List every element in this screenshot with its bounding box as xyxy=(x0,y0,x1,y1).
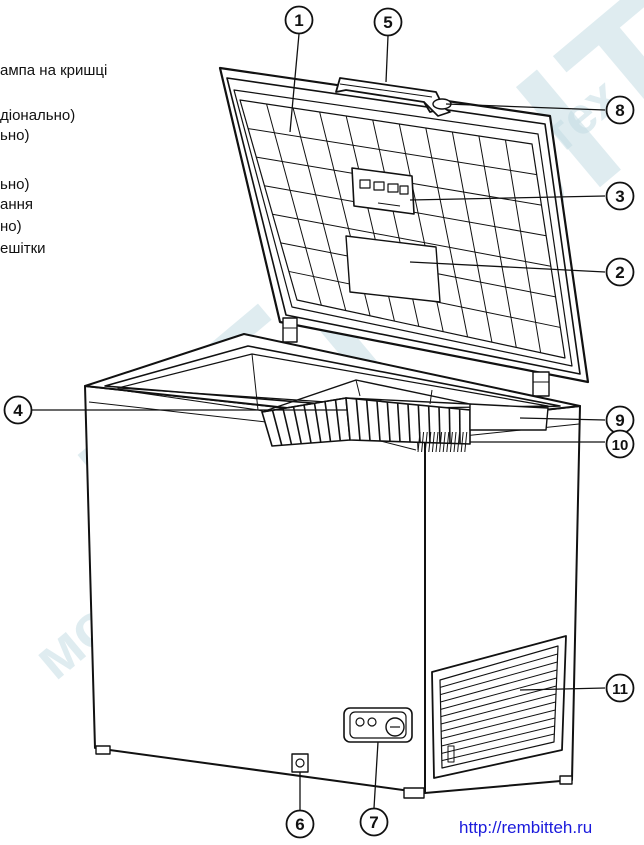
legend-line-4: ьно) xyxy=(0,176,30,193)
lid-label-plate xyxy=(345,235,441,303)
hinge-left xyxy=(282,317,298,343)
callout-3: 3 xyxy=(605,181,635,211)
callout-11: 11 xyxy=(605,673,635,703)
svg-text:11: 11 xyxy=(612,681,628,698)
legend-line-6: но) xyxy=(0,218,22,235)
legend-line-7: ешітки xyxy=(0,240,46,257)
control-display-panel xyxy=(351,167,415,215)
svg-text:9: 9 xyxy=(615,411,624,430)
source-url-link[interactable]: http://rembitteh.ru xyxy=(459,818,593,837)
callout-4: 4 xyxy=(3,395,33,425)
svg-text:6: 6 xyxy=(295,815,304,834)
svg-text:4: 4 xyxy=(13,401,23,420)
ventilation-grille xyxy=(431,635,567,779)
svg-text:3: 3 xyxy=(615,187,624,206)
svg-text:5: 5 xyxy=(383,13,392,32)
callout-1: 1 xyxy=(284,5,314,35)
drain-plug xyxy=(291,753,309,773)
legend-line-3: ьно) xyxy=(0,127,30,144)
callout-6: 6 xyxy=(285,809,315,839)
lid xyxy=(218,66,590,384)
svg-text:1: 1 xyxy=(294,11,303,30)
lid-handle xyxy=(335,77,451,117)
callout-5: 5 xyxy=(373,7,403,37)
legend-line-1: ампа на кришці xyxy=(0,62,108,79)
callout-9: 9 xyxy=(605,405,635,435)
svg-text:10: 10 xyxy=(612,437,629,454)
svg-text:2: 2 xyxy=(615,263,624,282)
legend-line-2: діонально) xyxy=(0,107,76,124)
callout-leaders xyxy=(32,33,606,810)
hinge-right xyxy=(532,371,550,397)
legend-line-5: ання xyxy=(0,196,34,213)
callout-10: 10 xyxy=(605,429,635,459)
thermostat-control-unit xyxy=(343,707,413,743)
callout-2: 2 xyxy=(605,257,635,287)
callout-7: 7 xyxy=(359,807,389,837)
divider-panel xyxy=(469,403,549,431)
inner-evaporator-ribs xyxy=(417,431,468,453)
svg-text:7: 7 xyxy=(369,813,378,832)
svg-text:8: 8 xyxy=(615,101,624,120)
callout-8: 8 xyxy=(605,95,635,125)
